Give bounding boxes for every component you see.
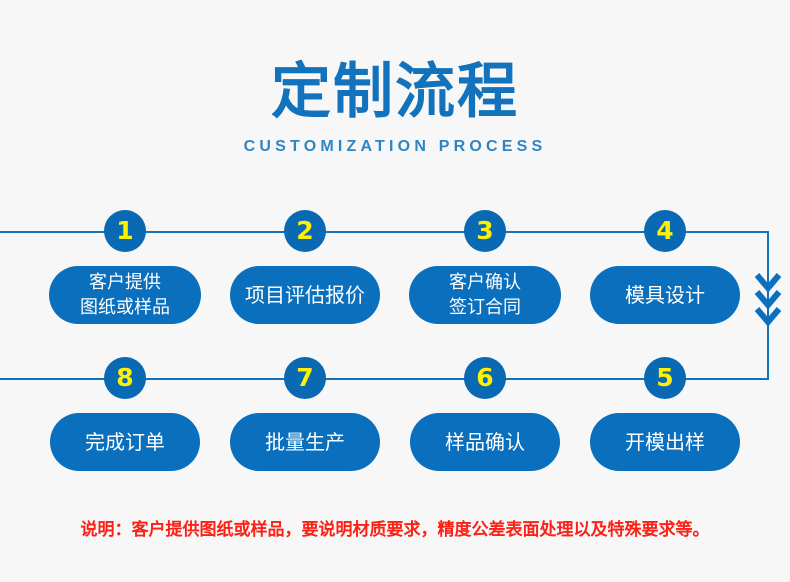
step-label-pill-8[interactable]: 完成订单	[50, 413, 200, 471]
step-label-pill-5[interactable]: 开模出样	[590, 413, 740, 471]
step-label-line: 批量生产	[265, 430, 345, 454]
triple-chevron-down-icon	[752, 272, 784, 330]
page-subtitle: CUSTOMIZATION PROCESS	[243, 138, 547, 155]
step-number-badge-3: 3	[464, 210, 506, 252]
step-number-badge-8: 8	[104, 357, 146, 399]
header: 定制流程 CUSTOMIZATION PROCESS	[0, 58, 790, 156]
footer-note: 说明：客户提供图纸或样品，要说明材质要求，精度公差表面处理以及特殊要求等。	[80, 520, 710, 540]
flow-row-top: 1 客户提供 图纸或样品 2 项目评估报价 3 客户确认 签订合同 4 模具设计	[0, 210, 790, 330]
step-number-badge-6: 6	[464, 357, 506, 399]
step-label-pill-4[interactable]: 模具设计	[590, 266, 740, 324]
connector-line-row1	[0, 231, 769, 233]
connector-line-row2	[0, 378, 769, 380]
step-number-badge-5: 5	[644, 357, 686, 399]
step-number-badge-7: 7	[284, 357, 326, 399]
step-label-line: 客户提供	[89, 272, 161, 293]
step-number-badge-1: 1	[104, 210, 146, 252]
page-title: 定制流程	[271, 57, 519, 127]
step-label-line: 开模出样	[625, 430, 705, 454]
step-label-line: 客户确认	[449, 272, 521, 293]
step-label-pill-6[interactable]: 样品确认	[410, 413, 560, 471]
step-label-pill-1[interactable]: 客户提供 图纸或样品	[49, 266, 201, 324]
step-number-badge-2: 2	[284, 210, 326, 252]
step-label-line: 项目评估报价	[245, 283, 365, 307]
step-label-line: 图纸或样品	[80, 297, 170, 318]
step-number-badge-4: 4	[644, 210, 686, 252]
step-label-line: 模具设计	[625, 283, 705, 307]
flow-row-bottom: 8 完成订单 7 批量生产 6 样品确认 5 开模出样	[0, 357, 790, 477]
step-label-line: 完成订单	[85, 430, 165, 454]
step-label-pill-3[interactable]: 客户确认 签订合同	[409, 266, 561, 324]
step-label-line: 样品确认	[445, 430, 525, 454]
step-label-pill-7[interactable]: 批量生产	[230, 413, 380, 471]
step-label-pill-2[interactable]: 项目评估报价	[230, 266, 380, 324]
step-label-line: 签订合同	[449, 297, 521, 318]
